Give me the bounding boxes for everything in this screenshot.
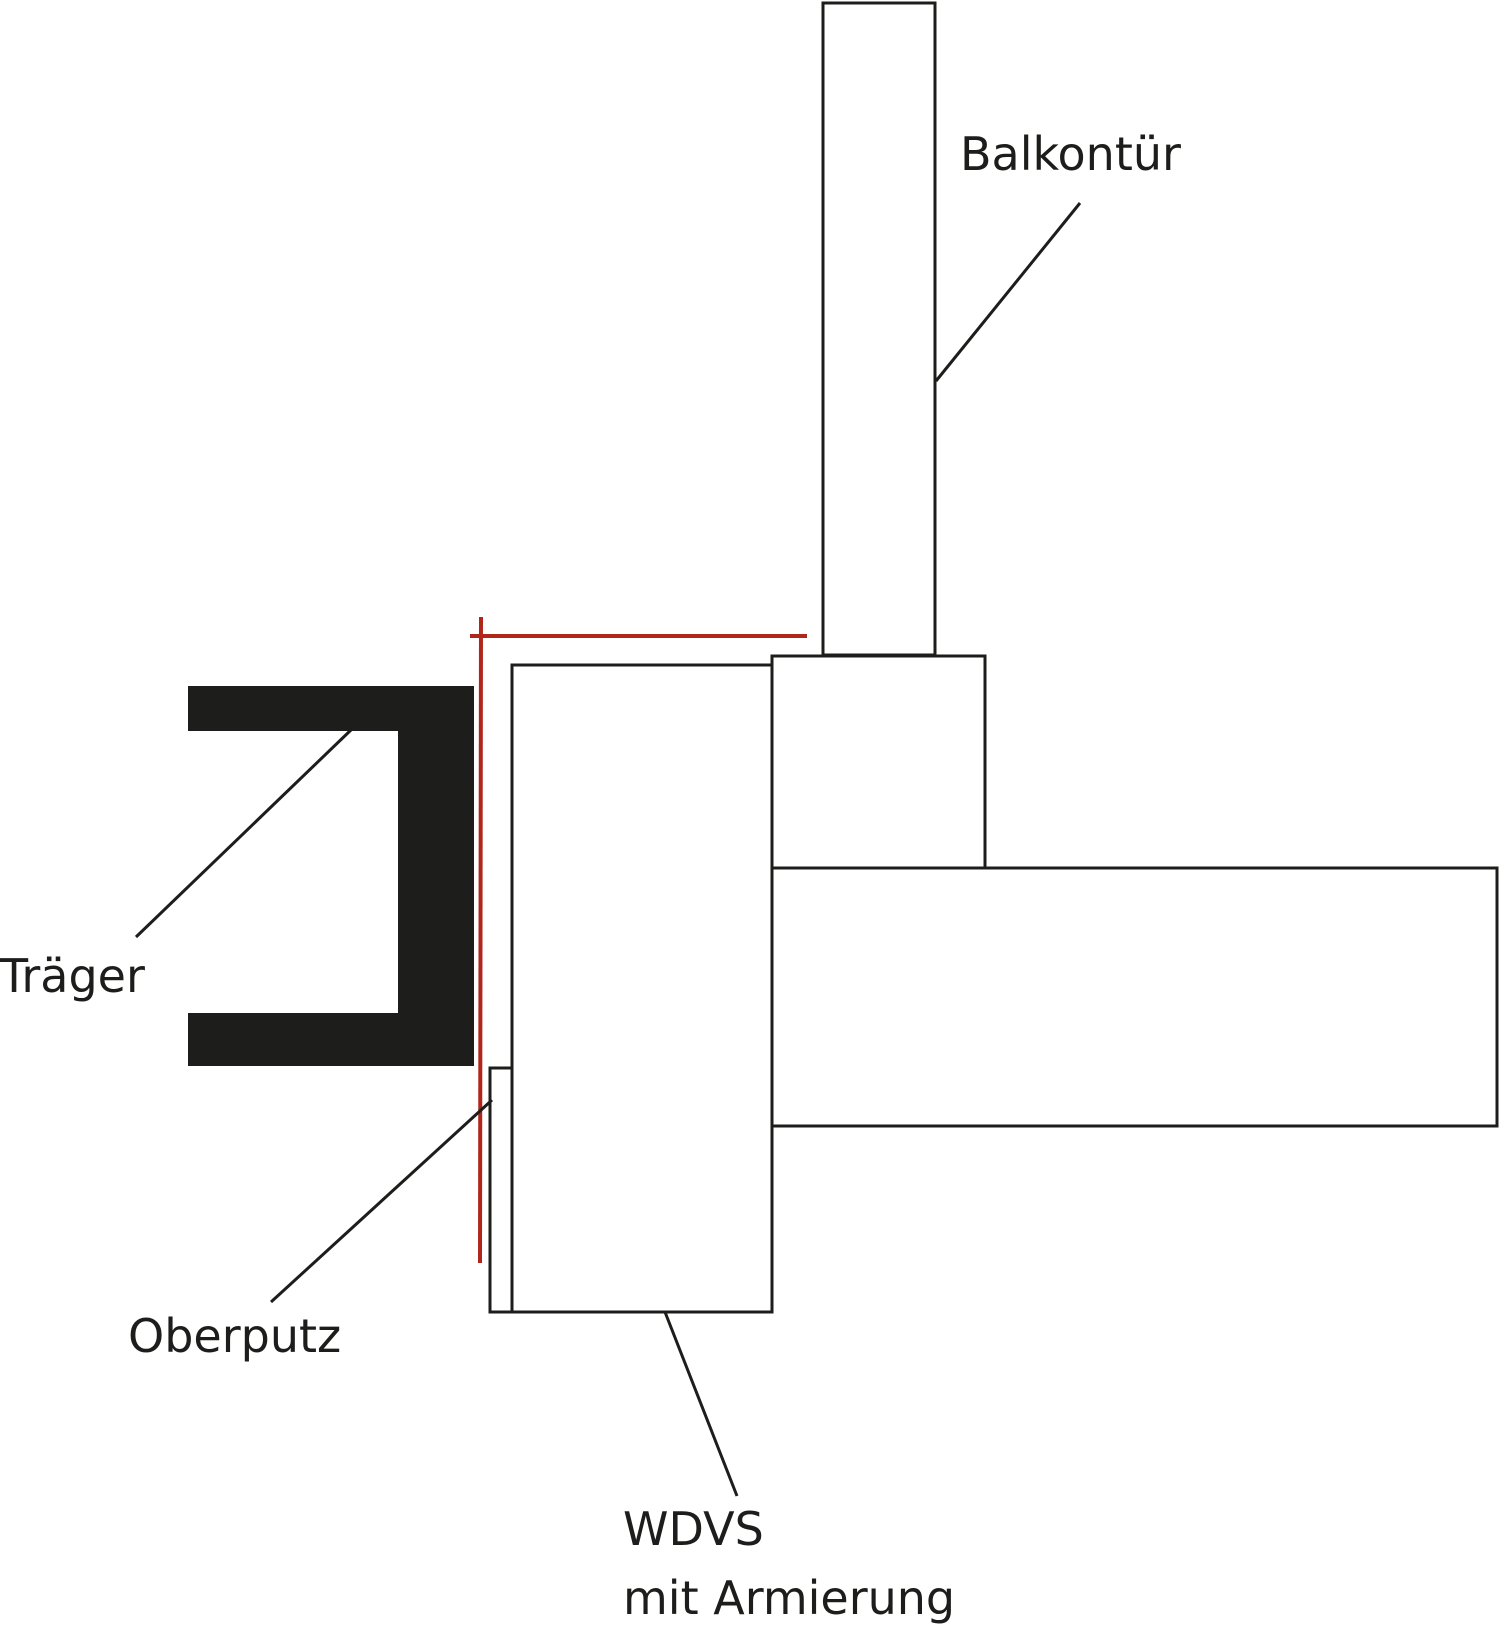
leader-balkontuer	[934, 202, 1082, 382]
leader-wdvs	[663, 1311, 739, 1497]
balcony-slab	[770, 866, 1499, 1128]
leader-traeger	[134, 727, 354, 939]
leader-oberputz	[269, 1098, 494, 1304]
balkontuer-frame	[821, 1, 937, 657]
threshold-block	[770, 654, 987, 870]
label-balkontuer: Balkontür	[960, 127, 1181, 181]
label-traeger: Träger	[0, 949, 145, 1003]
label-wdvs-line2: mit Armierung	[623, 1571, 955, 1625]
label-wdvs-line1: WDVS	[623, 1502, 764, 1556]
oberputz-strip	[488, 1066, 514, 1314]
red-marker-vertical	[478, 616, 483, 1264]
traeger-profile	[188, 686, 474, 1066]
label-oberputz: Oberputz	[128, 1309, 341, 1363]
wdvs-block	[510, 663, 774, 1314]
